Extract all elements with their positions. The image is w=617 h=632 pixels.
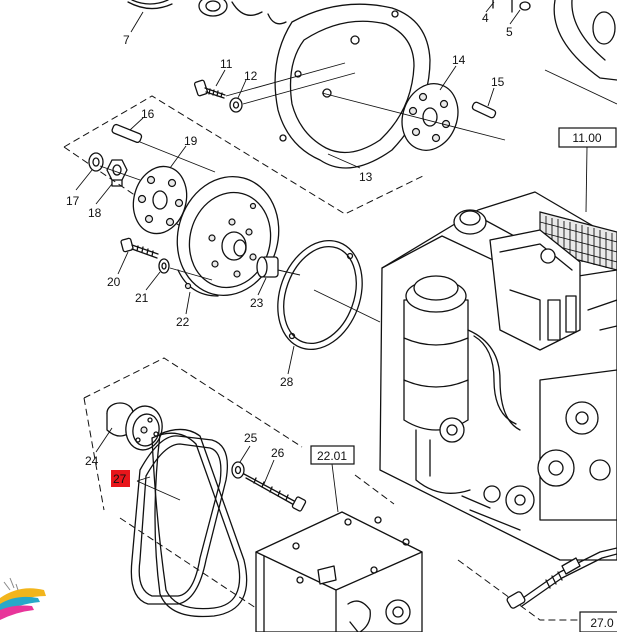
washer-25 — [231, 461, 245, 479]
label-13[interactable]: 13 — [359, 170, 373, 184]
label-7[interactable]: 7 — [123, 33, 130, 47]
label-25[interactable]: 25 — [244, 431, 258, 445]
label-11[interactable]: 11 — [220, 57, 233, 71]
ref-box-11-00[interactable]: 11.00 — [558, 127, 617, 148]
label-19[interactable]: 19 — [184, 134, 198, 148]
gearbox-housing — [255, 511, 423, 632]
label-22[interactable]: 22 — [176, 315, 190, 329]
label-21[interactable]: 21 — [135, 291, 149, 305]
nut-18 — [106, 159, 128, 187]
label-17[interactable]: 17 — [66, 194, 80, 208]
pulley-top-left — [127, 0, 173, 10]
ref-label-11-00: 11.00 — [572, 131, 601, 145]
cable-assembly — [506, 547, 617, 609]
gasket-28 — [277, 239, 363, 351]
pin-16 — [111, 123, 143, 143]
label-12[interactable]: 12 — [244, 69, 258, 83]
ref-label-27-0: 27.0 — [590, 616, 614, 630]
part-4-5-top — [492, 0, 617, 105]
bolt-11 — [193, 79, 226, 99]
bolt-26 — [243, 473, 307, 512]
label-28[interactable]: 28 — [280, 375, 294, 389]
label-23[interactable]: 23 — [250, 296, 264, 310]
v-belts-27 — [130, 428, 248, 618]
washer-17 — [88, 152, 104, 172]
bearing-top — [198, 0, 287, 25]
washer-12 — [229, 97, 243, 113]
brush-stroke-logo — [0, 577, 46, 620]
engine-assembly — [379, 191, 617, 561]
label-16[interactable]: 16 — [141, 107, 155, 121]
highlight-box — [111, 470, 130, 487]
label-5[interactable]: 5 — [506, 25, 513, 39]
label-27: 27 — [113, 472, 127, 486]
leader-lines — [75, 1, 521, 485]
label-14[interactable]: 14 — [452, 53, 466, 67]
ref-label-22-01: 22.01 — [317, 449, 347, 463]
disc-19 — [132, 165, 188, 235]
label-24[interactable]: 24 — [85, 454, 99, 468]
flywheel-22 — [176, 175, 280, 297]
ref-box-27-0[interactable]: 27.0 — [579, 611, 617, 632]
label-18[interactable]: 18 — [88, 206, 102, 220]
label-20[interactable]: 20 — [107, 275, 121, 289]
disc-14 — [401, 83, 459, 151]
label-4[interactable]: 4 — [482, 11, 489, 25]
part-labels: 7 11 12 4 5 14 15 13 16 19 17 18 20 21 2… — [66, 11, 513, 468]
pulley-24 — [106, 402, 163, 451]
label-26[interactable]: 26 — [271, 446, 285, 460]
label-15[interactable]: 15 — [491, 75, 505, 89]
ref-box-22-01[interactable]: 22.01 — [310, 445, 355, 465]
bushing-23 — [256, 256, 279, 278]
washer-21 — [158, 258, 170, 274]
flywheel-housing-13 — [274, 3, 431, 169]
highlighted-label-27[interactable]: 27 — [111, 470, 130, 487]
bolt-20 — [120, 237, 159, 259]
pin-15 — [471, 101, 497, 119]
